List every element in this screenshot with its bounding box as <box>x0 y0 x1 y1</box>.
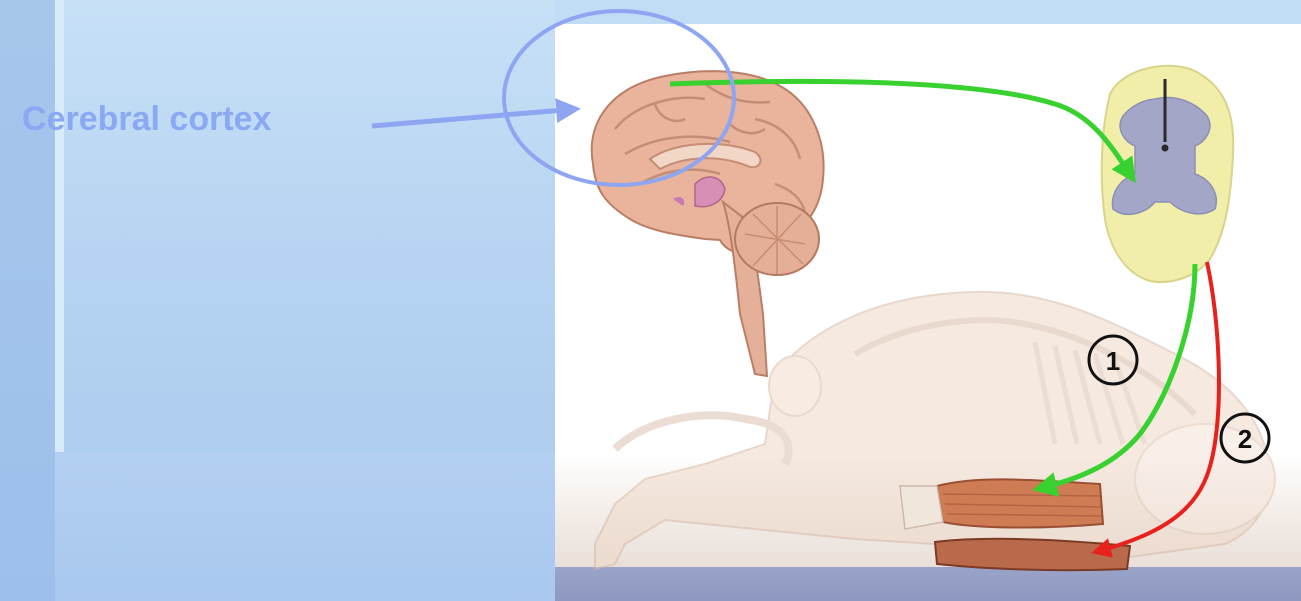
cortex-pointer-arrow <box>372 109 576 126</box>
cortex-highlight-ring <box>504 11 734 185</box>
